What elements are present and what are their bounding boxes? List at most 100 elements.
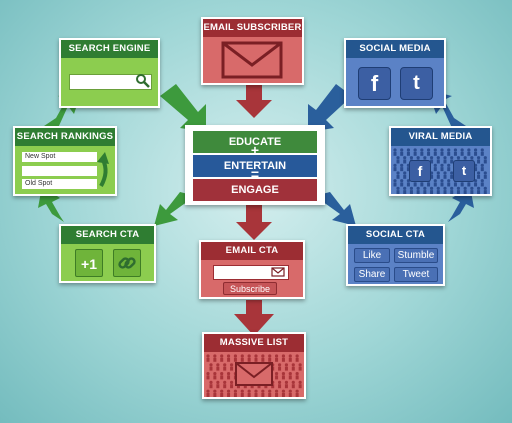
crowd-person-head bbox=[220, 389, 224, 393]
magnifier-icon bbox=[136, 74, 150, 88]
crowd-person-head bbox=[274, 372, 279, 376]
crowd-person-body bbox=[295, 357, 299, 362]
crowd-person-body bbox=[416, 190, 420, 194]
crowd-person-body bbox=[477, 190, 481, 194]
plus-one-button[interactable]: +1 bbox=[75, 249, 103, 277]
crowd-person-head bbox=[436, 186, 440, 190]
crowd-person-body bbox=[223, 366, 227, 371]
crowd-person-head bbox=[229, 363, 234, 367]
crowd-person-head bbox=[226, 372, 231, 376]
crowd-person-body bbox=[216, 384, 220, 389]
crowd-person-head bbox=[247, 354, 251, 358]
crowd-person-head bbox=[213, 354, 217, 358]
crowd-person-body bbox=[230, 366, 234, 371]
tweet-button[interactable]: Tweet bbox=[394, 267, 438, 282]
crowd-person-head bbox=[396, 156, 400, 160]
crowd-person-head bbox=[298, 380, 302, 384]
crowd-person-body bbox=[278, 384, 282, 389]
crowd-person-body bbox=[406, 182, 410, 187]
crowd-person-head bbox=[416, 156, 420, 160]
crowd-person-body bbox=[247, 357, 251, 362]
crowd-person-body bbox=[281, 357, 285, 362]
crowd-person-body bbox=[450, 174, 454, 179]
crowd-person-body bbox=[268, 393, 272, 397]
crowd-person-head bbox=[433, 163, 437, 167]
crowd-person-body bbox=[447, 151, 451, 156]
crowd-person-head bbox=[233, 354, 238, 358]
crowd-person-body bbox=[223, 384, 227, 389]
crowd-person-body bbox=[396, 190, 400, 194]
twitter-icon: t bbox=[400, 67, 433, 100]
crowd-person-head bbox=[261, 389, 265, 393]
crowd-person-head bbox=[440, 148, 444, 152]
crowd-person-body bbox=[281, 375, 285, 380]
share-button[interactable]: Share bbox=[354, 267, 390, 282]
search-cta-card: SEARCH CTA +1 bbox=[59, 224, 156, 283]
crowd-person-head bbox=[288, 354, 292, 358]
viral-media-title: VIRAL MEDIA bbox=[391, 128, 490, 146]
crowd-person-body bbox=[400, 182, 404, 187]
crowd-person-body bbox=[483, 174, 487, 179]
arrow-search-engine-to-center bbox=[160, 84, 206, 132]
crowd-person-head bbox=[240, 354, 244, 358]
crowd-person-body bbox=[230, 384, 234, 389]
crowd-person-head bbox=[467, 148, 471, 152]
email-subscriber-title: EMAIL SUBSCRIBER bbox=[203, 19, 302, 37]
arrow-emailcta-to-massive bbox=[234, 300, 274, 336]
crowd-person-head bbox=[206, 354, 210, 358]
crowd-person-head bbox=[403, 171, 407, 175]
crowd-person-head bbox=[223, 380, 227, 384]
crowd-person-body bbox=[430, 190, 434, 194]
crowd-person-head bbox=[423, 186, 427, 190]
crowd-person-head bbox=[480, 163, 484, 167]
crowd-person-head bbox=[409, 186, 414, 190]
crowd-person-head bbox=[400, 148, 404, 152]
crowd-person-head bbox=[483, 156, 487, 160]
crowd-person-body bbox=[291, 384, 295, 389]
search-cta-title: SEARCH CTA bbox=[61, 226, 154, 244]
link-icon bbox=[118, 257, 136, 269]
crowd-person-head bbox=[470, 156, 474, 160]
crowd-person-body bbox=[443, 174, 447, 179]
crowd-person-head bbox=[216, 363, 220, 367]
email-input[interactable] bbox=[213, 265, 289, 280]
crowd-person-body bbox=[236, 384, 240, 389]
crowd-person-head bbox=[480, 179, 484, 183]
link-button[interactable] bbox=[113, 249, 141, 277]
crowd-person-body bbox=[268, 357, 272, 362]
middle-spot-row bbox=[22, 166, 97, 176]
crowd-person-body bbox=[433, 167, 437, 172]
crowd-person-body bbox=[413, 151, 417, 156]
crowd-person-body bbox=[436, 159, 440, 164]
social-cta-card: SOCIAL CTA Like Stumble Share Tweet bbox=[346, 224, 445, 286]
crowd-person-head bbox=[396, 186, 400, 190]
crowd-person-body bbox=[430, 174, 434, 179]
crowd-person-body bbox=[254, 393, 258, 397]
social-media-title: SOCIAL MEDIA bbox=[346, 40, 444, 58]
crowd-person-body bbox=[393, 167, 397, 172]
crowd-person-head bbox=[284, 380, 289, 384]
crowd-person-body bbox=[209, 384, 213, 389]
crowd-person-body bbox=[288, 357, 292, 362]
crowd-person-body bbox=[264, 384, 268, 389]
crowd-person-body bbox=[453, 151, 457, 156]
subscribe-button[interactable]: Subscribe bbox=[223, 282, 277, 295]
crowd-person-head bbox=[206, 389, 210, 393]
crowd-person-head bbox=[473, 148, 478, 152]
crowd-person-body bbox=[406, 151, 410, 156]
search-input[interactable] bbox=[69, 74, 152, 90]
crowd-pattern bbox=[393, 148, 487, 194]
crowd-person-body bbox=[420, 182, 424, 187]
crowd-person-head bbox=[393, 163, 397, 167]
crowd-person-body bbox=[396, 159, 400, 164]
crowd-person-body bbox=[467, 151, 471, 156]
crowd-person-head bbox=[295, 354, 299, 358]
like-button[interactable]: Like bbox=[354, 248, 390, 263]
crowd-person-head bbox=[291, 363, 295, 367]
crowd-person-body bbox=[240, 393, 244, 397]
crowd-person-head bbox=[268, 389, 272, 393]
crowd-person-head bbox=[447, 179, 451, 183]
crowd-person-head bbox=[213, 389, 217, 393]
crowd-person-body bbox=[474, 151, 478, 156]
stumble-button[interactable]: Stumble bbox=[394, 248, 438, 263]
